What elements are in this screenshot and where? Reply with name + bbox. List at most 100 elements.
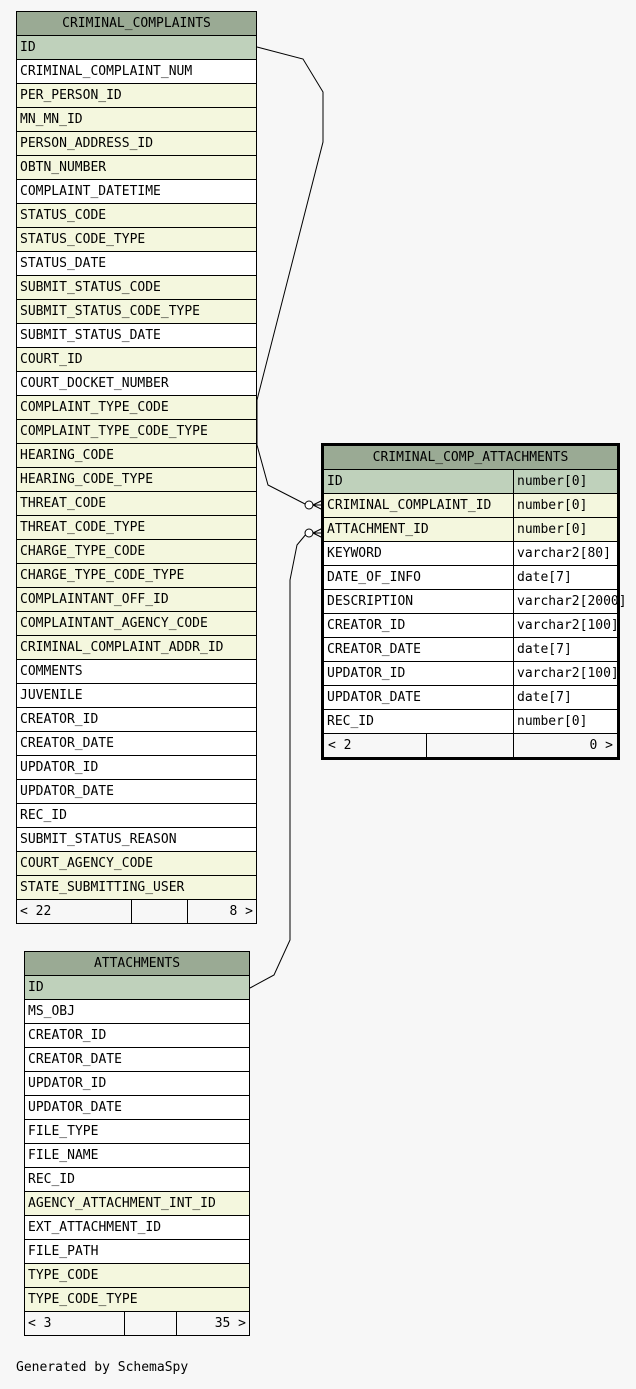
column-type: number[0] bbox=[513, 518, 587, 541]
column-name: CRIMINAL_COMPLAINT_NUM bbox=[20, 64, 193, 79]
column-name: PER_PERSON_ID bbox=[20, 88, 122, 103]
table-row[interactable]: COURT_ID bbox=[17, 348, 256, 372]
column-name: CREATOR_ID bbox=[327, 618, 406, 633]
table-row[interactable]: MN_MN_ID bbox=[17, 108, 256, 132]
table-row[interactable]: MS_OBJ bbox=[25, 1000, 249, 1024]
column-name: SUBMIT_STATUS_DATE bbox=[20, 328, 161, 343]
table-row[interactable]: UPDATOR_DATE bbox=[25, 1096, 249, 1120]
footer-divider bbox=[513, 734, 514, 757]
column-name: CREATOR_ID bbox=[28, 1028, 107, 1043]
column-name: COMPLAINT_TYPE_CODE bbox=[20, 400, 169, 415]
table-row[interactable]: SUBMIT_STATUS_CODE_TYPE bbox=[17, 300, 256, 324]
table-row[interactable]: STATE_SUBMITTING_USER bbox=[17, 876, 256, 900]
table-row[interactable]: CRIMINAL_COMPLAINT_NUM bbox=[17, 60, 256, 84]
table-row[interactable]: TYPE_CODE_TYPE bbox=[25, 1288, 249, 1312]
table-title[interactable]: CRIMINAL_COMP_ATTACHMENTS bbox=[324, 446, 617, 470]
column-name: UPDATOR_ID bbox=[28, 1076, 107, 1091]
table-row[interactable]: UPDATOR_DATE bbox=[17, 780, 256, 804]
table-row[interactable]: COMPLAINTANT_AGENCY_CODE bbox=[17, 612, 256, 636]
footer-divider bbox=[131, 900, 132, 923]
column-name: CHARGE_TYPE_CODE_TYPE bbox=[20, 568, 185, 583]
table-row[interactable]: CRIMINAL_COMPLAINT_ADDR_ID bbox=[17, 636, 256, 660]
column-type: number[0] bbox=[513, 470, 587, 493]
table-row[interactable]: COMPLAINTANT_OFF_ID bbox=[17, 588, 256, 612]
table-row[interactable]: CREATOR_ID bbox=[17, 708, 256, 732]
child-count[interactable]: 8 > bbox=[229, 904, 253, 919]
table-row[interactable]: SUBMIT_STATUS_DATE bbox=[17, 324, 256, 348]
table-row[interactable]: SUBMIT_STATUS_REASON bbox=[17, 828, 256, 852]
table-row[interactable]: COURT_AGENCY_CODE bbox=[17, 852, 256, 876]
table-row[interactable]: UPDATOR_ID bbox=[25, 1072, 249, 1096]
column-name: STATE_SUBMITTING_USER bbox=[20, 880, 185, 895]
table-row[interactable]: CHARGE_TYPE_CODE_TYPE bbox=[17, 564, 256, 588]
column-name: HEARING_CODE_TYPE bbox=[20, 472, 154, 487]
relationship-complaints-to-comp-attachments bbox=[256, 46, 324, 506]
table-row[interactable]: CREATOR_DATE bbox=[25, 1048, 249, 1072]
table-row[interactable]: REC_ID bbox=[25, 1168, 249, 1192]
child-count[interactable]: 35 > bbox=[214, 1316, 246, 1331]
table-row[interactable]: ID bbox=[17, 36, 256, 60]
column-name: CREATOR_ID bbox=[20, 712, 99, 727]
child-count[interactable]: 0 > bbox=[589, 738, 613, 753]
table-row[interactable]: HEARING_CODE bbox=[17, 444, 256, 468]
table-row[interactable]: PER_PERSON_ID bbox=[17, 84, 256, 108]
crows-foot-marker bbox=[312, 527, 324, 539]
table-row[interactable]: FILE_NAME bbox=[25, 1144, 249, 1168]
table-row[interactable]: FILE_TYPE bbox=[25, 1120, 249, 1144]
table-row[interactable]: SUBMIT_STATUS_CODE bbox=[17, 276, 256, 300]
table-row[interactable]: CHARGE_TYPE_CODE bbox=[17, 540, 256, 564]
table-row[interactable]: TYPE_CODE bbox=[25, 1264, 249, 1288]
table-title[interactable]: ATTACHMENTS bbox=[25, 952, 249, 976]
parent-count[interactable]: < 3 bbox=[28, 1316, 52, 1331]
parent-count[interactable]: < 2 bbox=[328, 738, 352, 753]
footer-divider bbox=[187, 900, 188, 923]
column-name: PERSON_ADDRESS_ID bbox=[20, 136, 154, 151]
table-row[interactable]: UPDATOR_ID bbox=[17, 756, 256, 780]
table-row[interactable]: STATUS_DATE bbox=[17, 252, 256, 276]
table-row[interactable]: COMMENTS bbox=[17, 660, 256, 684]
column-name: CRIMINAL_COMPLAINT_ID bbox=[327, 498, 492, 513]
table-row[interactable]: REC_ID bbox=[17, 804, 256, 828]
column-name: REC_ID bbox=[327, 714, 374, 729]
column-name: CREATOR_DATE bbox=[20, 736, 114, 751]
table-row[interactable]: COMPLAINT_TYPE_CODE bbox=[17, 396, 256, 420]
table-row[interactable]: JUVENILE bbox=[17, 684, 256, 708]
table-row[interactable]: COURT_DOCKET_NUMBER bbox=[17, 372, 256, 396]
table-row[interactable]: THREAT_CODE_TYPE bbox=[17, 516, 256, 540]
table-row[interactable]: COMPLAINT_DATETIME bbox=[17, 180, 256, 204]
table-row[interactable]: ID bbox=[25, 976, 249, 1000]
table-criminal-complaints[interactable]: CRIMINAL_COMPLAINTS ID CRIMINAL_COMPLAINT… bbox=[16, 11, 257, 924]
table-row[interactable]: CREATOR_DATE bbox=[17, 732, 256, 756]
footer-divider bbox=[426, 734, 427, 757]
table-row[interactable]: HEARING_CODE_TYPE bbox=[17, 468, 256, 492]
table-row[interactable]: STATUS_CODE_TYPE bbox=[17, 228, 256, 252]
table-row[interactable]: COMPLAINT_TYPE_CODE_TYPE bbox=[17, 420, 256, 444]
table-row[interactable]: OBTN_NUMBER bbox=[17, 156, 256, 180]
table-row[interactable]: AGENCY_ATTACHMENT_INT_ID bbox=[25, 1192, 249, 1216]
table-row[interactable]: CREATOR_ID bbox=[25, 1024, 249, 1048]
table-row[interactable]: PERSON_ADDRESS_ID bbox=[17, 132, 256, 156]
table-row[interactable]: THREAT_CODE bbox=[17, 492, 256, 516]
table-row[interactable]: STATUS_CODE bbox=[17, 204, 256, 228]
column-name: COMPLAINT_TYPE_CODE_TYPE bbox=[20, 424, 208, 439]
table-row[interactable]: EXT_ATTACHMENT_ID bbox=[25, 1216, 249, 1240]
column-name: TYPE_CODE_TYPE bbox=[28, 1292, 138, 1307]
parent-count[interactable]: < 22 bbox=[20, 904, 52, 919]
table-title[interactable]: CRIMINAL_COMPLAINTS bbox=[17, 12, 256, 36]
table-row[interactable]: FILE_PATH bbox=[25, 1240, 249, 1264]
